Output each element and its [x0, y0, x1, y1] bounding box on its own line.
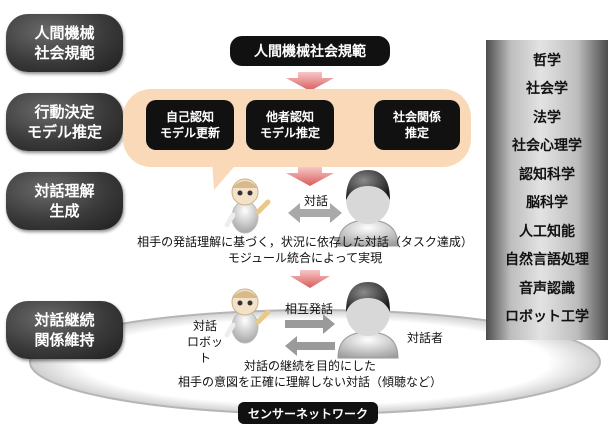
layer-dialogue-continuation: 対話継続 関係維持 — [6, 301, 123, 359]
field-item: 法学 — [533, 109, 561, 126]
field-item: 自然言語処理 — [505, 252, 589, 269]
research-fields-panel: 哲学 社会学 法学 社会心理学 認知科学 脳科学 人工知能 自然言語処理 音声認… — [486, 40, 608, 340]
field-item: 社会心理学 — [512, 138, 582, 155]
field-item: 人工知能 — [519, 223, 575, 240]
field-item: 認知科学 — [519, 166, 575, 183]
field-item: ロボット工学 — [505, 308, 589, 325]
field-item: 社会学 — [526, 81, 568, 98]
dialogue-label: 対話 — [303, 194, 328, 208]
field-item: 哲学 — [533, 53, 561, 69]
top-social-norms-box: 人間機械社会規範 — [230, 36, 390, 66]
field-item: 音声認識 — [519, 280, 575, 297]
sensor-network-box: センサーネットワーク — [238, 402, 378, 424]
robot-icon — [224, 178, 271, 234]
continuation-caption: 対話の継続を目的にした 相手の意図を正確に理解しない対話（傾聴など） — [177, 359, 442, 389]
layer-dialogue-understanding: 対話理解 生成 — [6, 172, 123, 230]
down-arrow-3 — [290, 270, 330, 288]
mutual-arrow-left-icon — [285, 336, 335, 356]
social-relation-box: 社会関係 推定 — [374, 100, 460, 150]
dialogue-arrow-icon — [288, 203, 342, 223]
speech-bubble-tail — [212, 160, 240, 190]
person-icon-2 — [337, 282, 399, 359]
mutual-arrow-right-icon — [285, 314, 335, 334]
self-model-box: 自己認知 モデル更新 — [146, 100, 234, 150]
layer-behavior-decision: 行動決定 モデル推定 — [6, 93, 123, 151]
task-dialogue-caption: 相手の発話理解に基づく，状況に依存した対話（タスク達成） モジュール統合によって… — [137, 235, 473, 265]
robot-icon-2 — [224, 288, 271, 344]
mutual-speech-label: 相互発話 — [284, 302, 333, 316]
down-arrow-2 — [286, 167, 334, 186]
other-model-box: 他者認知 モデル推定 — [246, 100, 334, 150]
robot-label: 対話 ロボット — [186, 319, 223, 365]
field-item: 脳科学 — [526, 195, 568, 212]
layer-social-norms: 人間機械 社会規範 — [6, 14, 123, 72]
down-arrow-1 — [286, 72, 334, 91]
partner-label: 対話者 — [406, 331, 443, 345]
person-icon — [337, 170, 399, 247]
